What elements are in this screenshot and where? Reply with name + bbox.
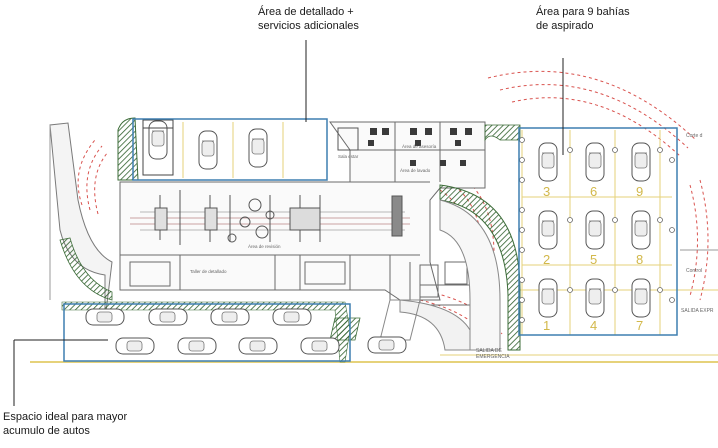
bay-number: 3 bbox=[543, 184, 550, 199]
callout-detailing: Área de detallado + servicios adicionale… bbox=[258, 5, 359, 33]
callout-queue-line2: acumulo de autos bbox=[3, 425, 90, 437]
control-label: Control bbox=[686, 268, 702, 274]
plan-small-labels: SALIDA DE EMERGENCIA SALIDA EXPR Control… bbox=[476, 133, 714, 360]
exit-emergency-label: EMERGENCIA bbox=[476, 354, 510, 360]
room-label-lavado: Área de lavado bbox=[400, 167, 431, 173]
bay-number: 1 bbox=[543, 318, 550, 333]
bay-number: 2 bbox=[543, 252, 550, 267]
callout-detailing-line2: servicios adicionales bbox=[258, 20, 359, 32]
bay-number: 9 bbox=[636, 184, 643, 199]
detailing-cars bbox=[142, 119, 268, 176]
callout-detailing-line1: Área de detallado + bbox=[258, 6, 354, 18]
bay-number: 5 bbox=[590, 252, 597, 267]
bay-number: 8 bbox=[636, 252, 643, 267]
detailing-dock-lines bbox=[182, 122, 284, 178]
office-furniture bbox=[337, 127, 472, 166]
vacuum-posts bbox=[519, 137, 675, 323]
callout-vacuum-line1: Área para 9 bahías bbox=[536, 6, 630, 18]
corte-label: Corte d bbox=[686, 133, 703, 139]
detailing-area-box bbox=[132, 118, 328, 181]
right-grass bbox=[484, 124, 521, 142]
room-label-taller: Taller de detallado bbox=[190, 269, 227, 274]
queue-area-box bbox=[63, 303, 351, 362]
vacuum-cars bbox=[538, 142, 651, 318]
exit-emergency-label: SALIDA DE bbox=[476, 348, 503, 354]
bay-number: 7 bbox=[636, 318, 643, 333]
room-label-revision: Área de revisión bbox=[248, 243, 281, 249]
callout-queue-line1: Espacio ideal para mayor bbox=[3, 411, 128, 423]
room-label-sala: Sala estar bbox=[338, 154, 359, 159]
bay-number: 6 bbox=[590, 184, 597, 199]
bay-number: 4 bbox=[590, 318, 597, 333]
leader-lines bbox=[13, 40, 564, 406]
room-labels: Sala estar Área de asesoría Área de lava… bbox=[190, 143, 437, 274]
queue-area bbox=[61, 301, 407, 363]
callout-vacuum: Área para 9 bahías de aspirado bbox=[536, 5, 630, 33]
exit-right-label: SALIDA EXPR bbox=[681, 308, 714, 314]
callout-vacuum-line2: de aspirado bbox=[536, 20, 594, 32]
vacuum-area-box bbox=[518, 127, 678, 336]
room-label-asesoria: Área de asesoría bbox=[402, 143, 437, 149]
callout-queue: Espacio ideal para mayor acumulo de auto… bbox=[3, 410, 127, 438]
bay-numbers: 3 6 9 2 5 8 1 4 7 bbox=[543, 184, 643, 333]
wash-equipment bbox=[154, 190, 403, 245]
